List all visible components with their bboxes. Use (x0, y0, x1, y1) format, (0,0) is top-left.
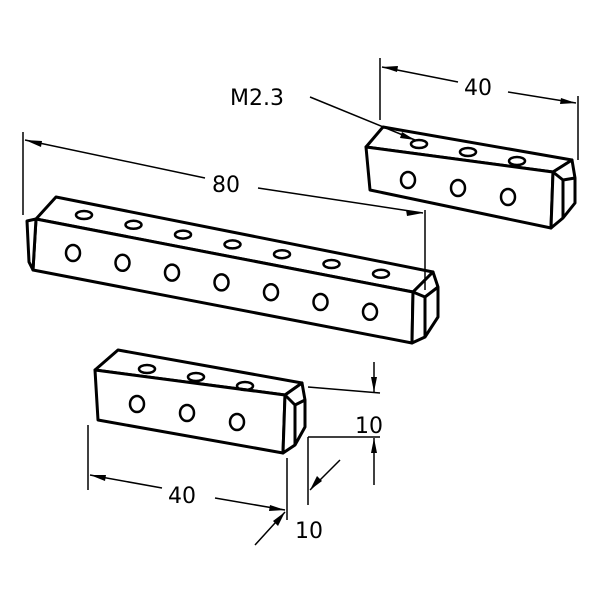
top-hole (186, 371, 206, 383)
top-hole (371, 268, 391, 280)
side-hole (114, 253, 131, 273)
side-hole (213, 273, 230, 292)
side-hole (262, 282, 280, 302)
short-bar-top (364, 125, 577, 230)
side-hole (449, 178, 467, 198)
top-hole (409, 138, 429, 150)
dimension-40-top-label: 40 (464, 76, 492, 101)
top-hole (322, 258, 341, 270)
top-hole (124, 219, 143, 231)
side-hole (399, 170, 417, 190)
dimension-40-bottom: 40 (87, 425, 288, 520)
side-hole (128, 394, 146, 414)
top-hole (235, 380, 255, 392)
top-hole (223, 239, 242, 250)
side-hole (228, 412, 246, 432)
dimension-80-label: 80 (212, 173, 240, 198)
dimension-80: 80 (22, 132, 426, 290)
top-hole (507, 155, 527, 167)
top-hole (173, 229, 193, 240)
side-hole (361, 302, 379, 322)
side-hole (163, 263, 181, 282)
short-bar-bottom (93, 348, 307, 455)
dimension-40-bottom-label: 40 (168, 484, 196, 509)
side-hole (64, 243, 82, 263)
side-hole (312, 292, 329, 312)
thread-label: M2.3 (230, 86, 284, 111)
dimension-10-height-label: 10 (355, 414, 383, 439)
long-bar (25, 195, 440, 345)
dimension-10-height: 10 (307, 362, 383, 485)
side-hole (499, 187, 517, 207)
top-hole (74, 209, 94, 221)
side-hole (178, 403, 196, 423)
dimension-10-width: 10 (254, 437, 341, 546)
thread-callout: M2.3 (230, 86, 416, 141)
top-hole (272, 248, 292, 260)
dimension-40-top: 40 (379, 58, 579, 160)
top-hole (137, 363, 157, 375)
dimension-10-width-label: 10 (295, 519, 323, 544)
top-hole (458, 146, 478, 158)
